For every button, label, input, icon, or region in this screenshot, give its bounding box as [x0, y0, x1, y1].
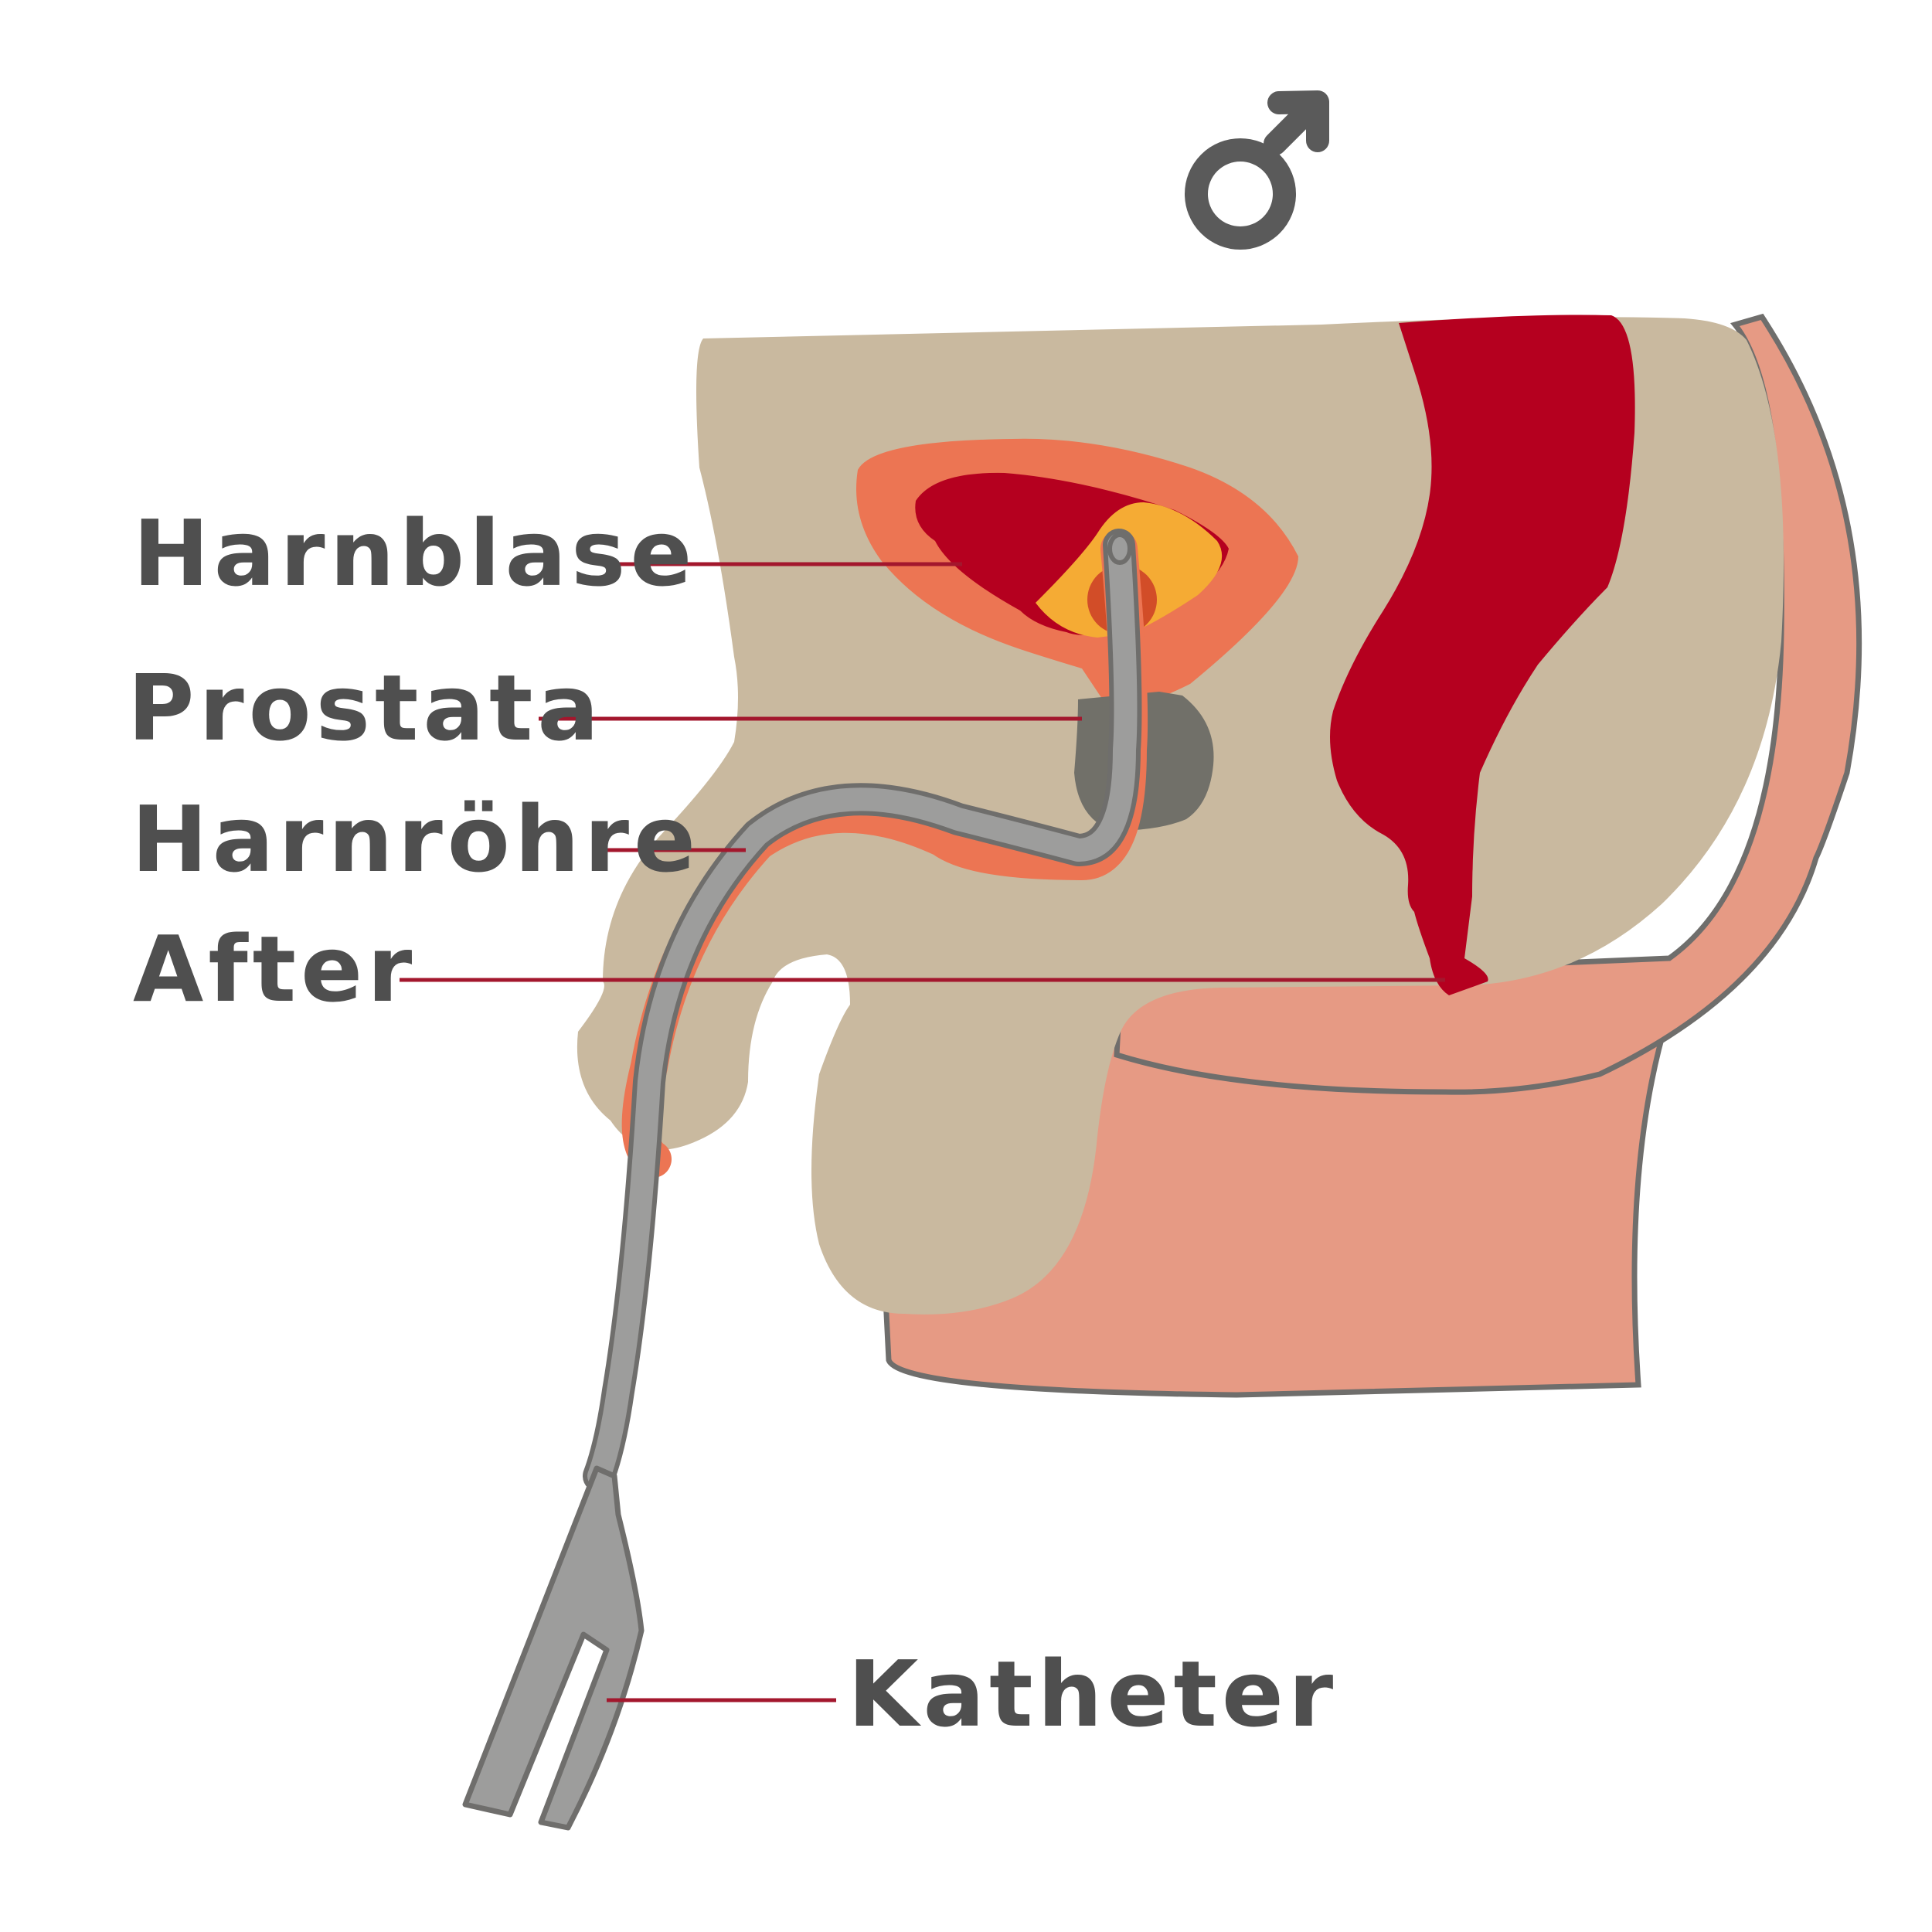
catheter-y-connector: [462, 1465, 645, 1831]
back-skin: [1114, 313, 1862, 1095]
label-prostate: Prostata: [128, 655, 604, 761]
male-symbol-icon: [1185, 90, 1329, 250]
labels: Harnblase Prostata Harnröhre After Kathe…: [128, 500, 1338, 1747]
label-urethra: Harnröhre: [131, 786, 700, 893]
catheter-tube: [587, 533, 1138, 1488]
label-catheter: Katheter: [848, 1641, 1338, 1747]
catheter-tip: [1107, 532, 1132, 565]
label-anus: After: [133, 916, 417, 1022]
leader-lines: [400, 562, 1445, 1702]
rectum: [1330, 315, 1635, 995]
catheter: [462, 529, 1142, 1831]
label-bladder: Harnblase: [133, 500, 696, 607]
